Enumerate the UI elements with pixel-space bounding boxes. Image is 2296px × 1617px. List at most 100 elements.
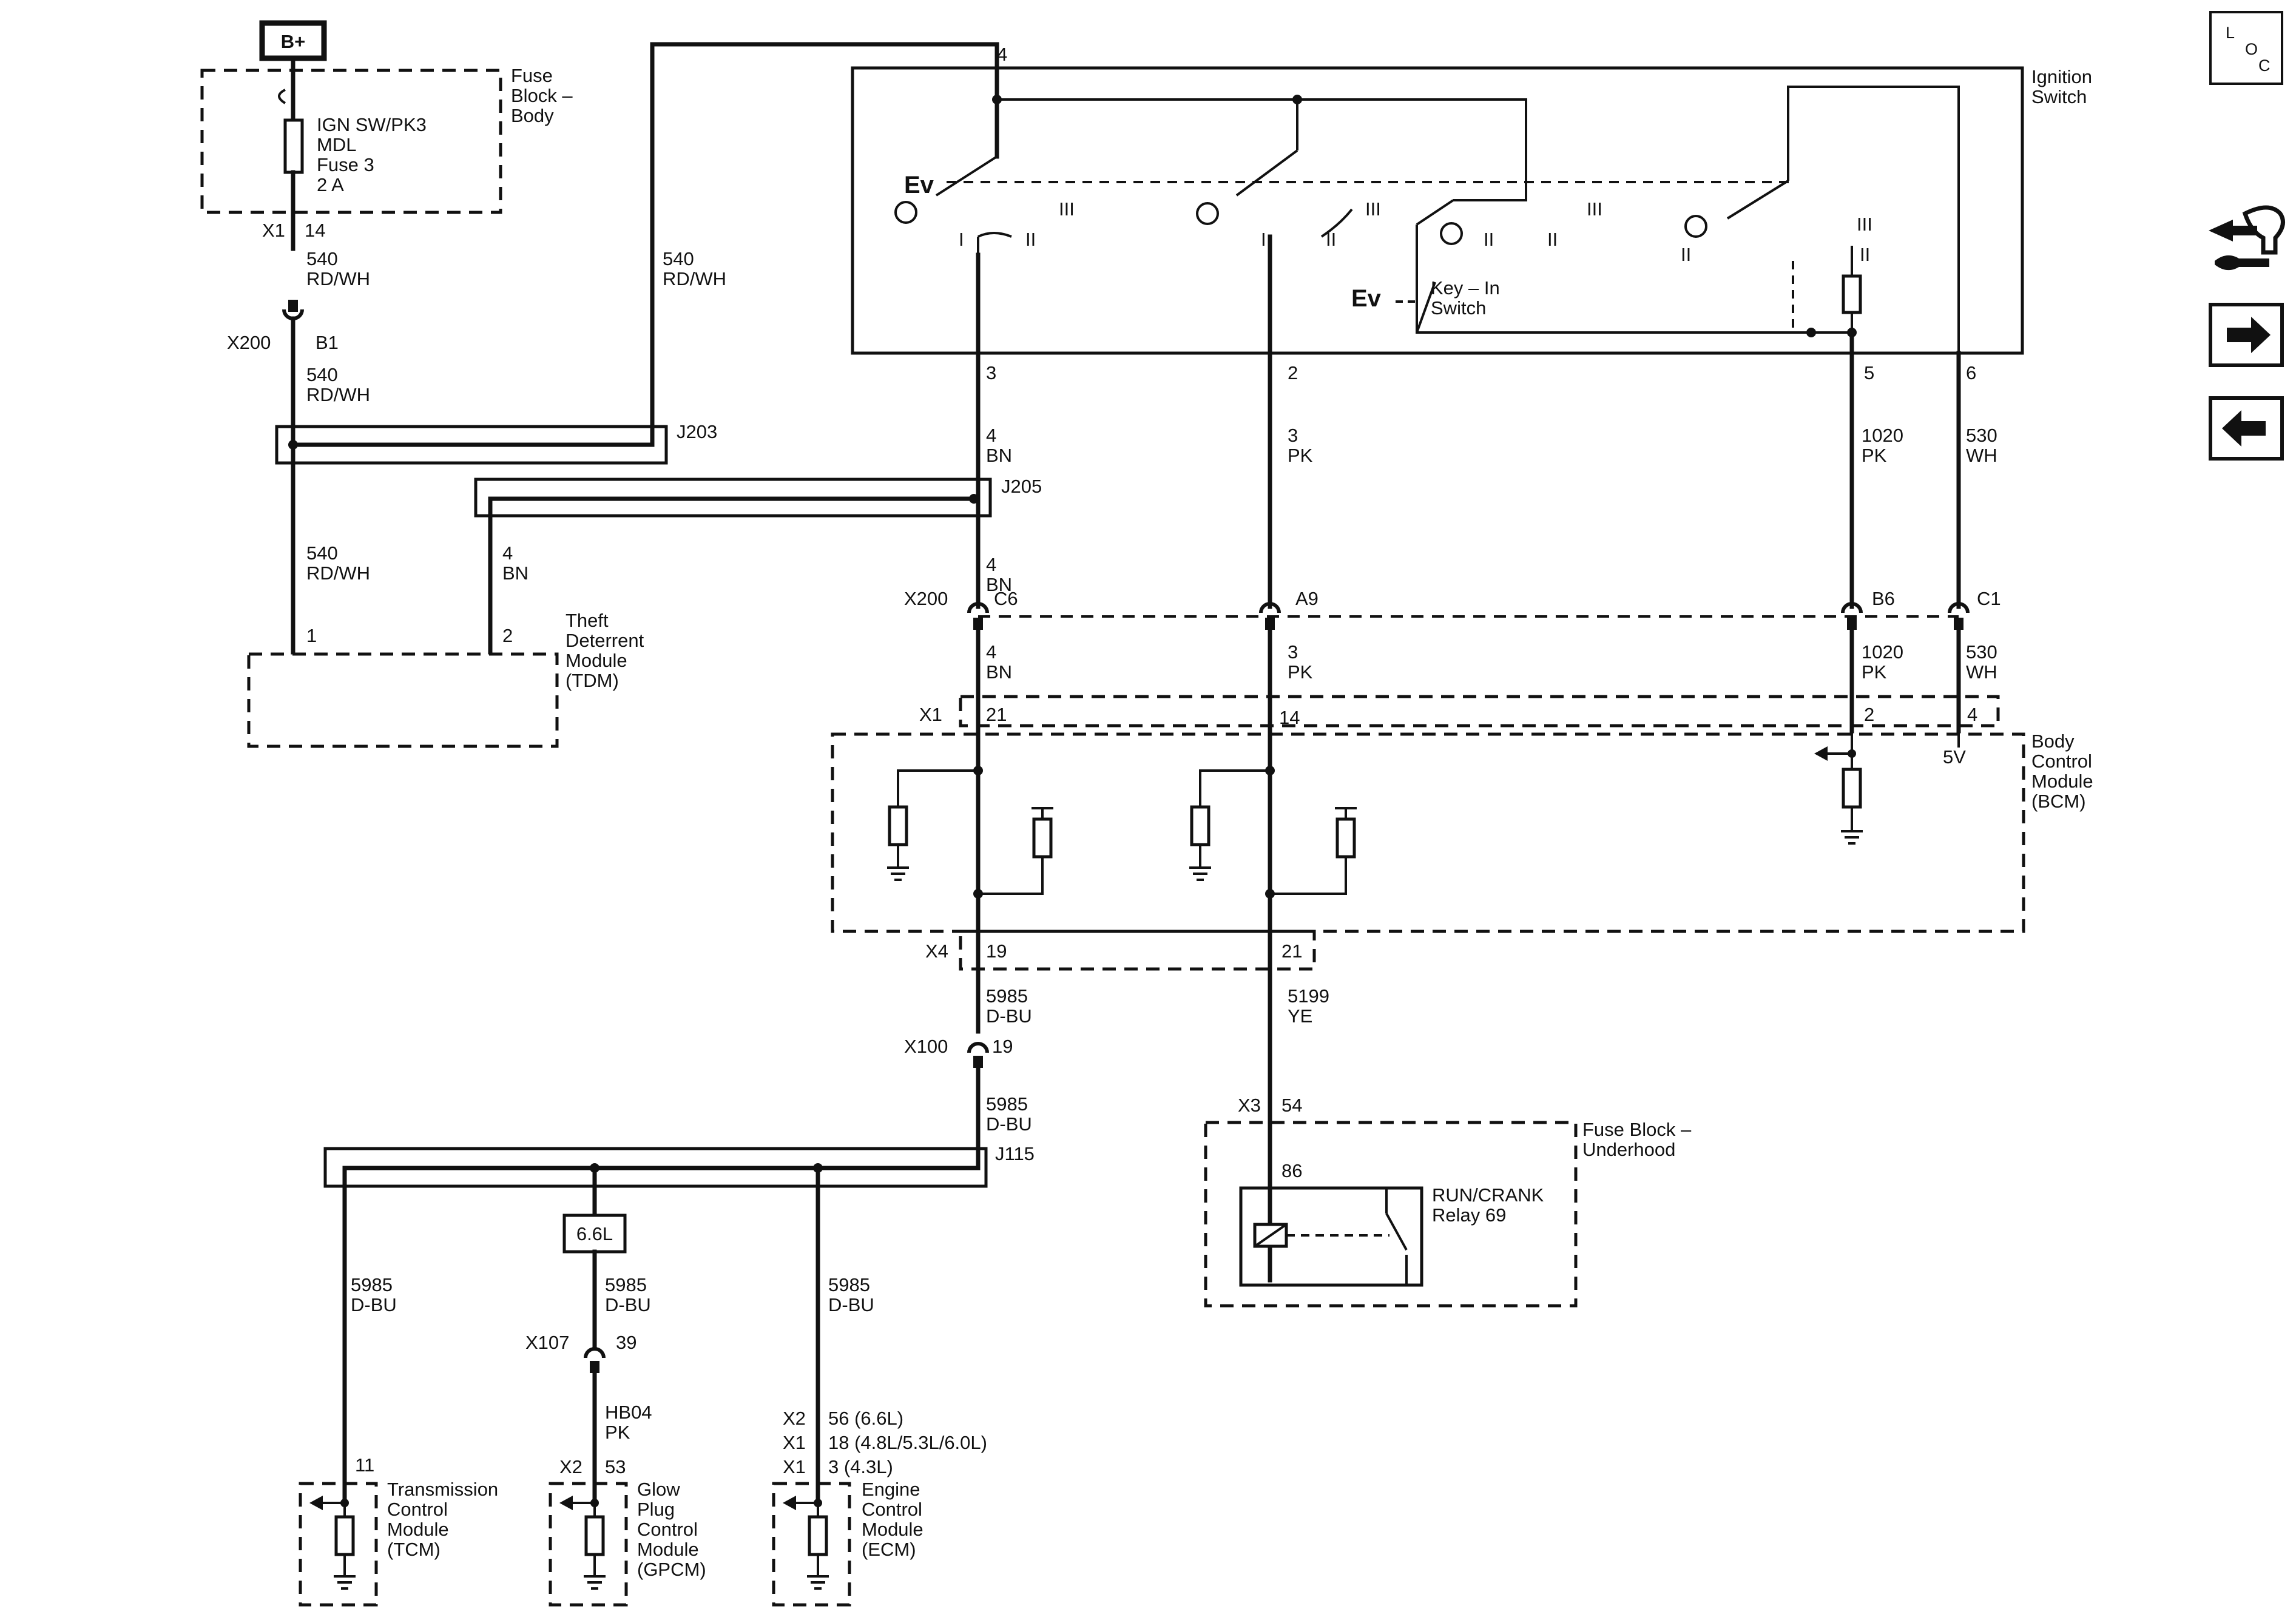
svg-text:56 (6.6L): 56 (6.6L) xyxy=(828,1408,903,1429)
ignition-switch: Ignition Switch 4 Ev III I II III I II I… xyxy=(851,44,2092,383)
svg-text:RD/WH: RD/WH xyxy=(663,268,726,289)
svg-text:X100: X100 xyxy=(904,1036,948,1057)
svg-text:B+: B+ xyxy=(281,31,306,52)
svg-text:Module: Module xyxy=(2031,771,2093,792)
svg-text:2: 2 xyxy=(502,625,513,646)
splice-j203: J203 xyxy=(275,421,717,465)
svg-text:5985: 5985 xyxy=(828,1274,870,1295)
svg-text:X3: X3 xyxy=(1238,1095,1261,1116)
svg-text:Deterrent: Deterrent xyxy=(566,630,644,651)
svg-text:PK: PK xyxy=(1862,445,1887,466)
svg-text:RUN/CRANK: RUN/CRANK xyxy=(1432,1184,1544,1206)
svg-text:IGN SW/PK3: IGN SW/PK3 xyxy=(317,114,427,135)
svg-text:19: 19 xyxy=(986,940,1007,962)
svg-text:A9: A9 xyxy=(1295,588,1319,609)
svg-text:X200: X200 xyxy=(904,588,948,609)
svg-text:X200: X200 xyxy=(227,332,271,353)
svg-text:Control: Control xyxy=(387,1499,448,1520)
svg-text:(GPCM): (GPCM) xyxy=(637,1559,706,1580)
svg-text:X1: X1 xyxy=(262,220,285,241)
svg-text:Underhood: Underhood xyxy=(1582,1139,1675,1160)
connector-x200-b1: X200 B1 xyxy=(227,300,339,353)
svg-text:Relay 69: Relay 69 xyxy=(1432,1204,1506,1226)
svg-text:J203: J203 xyxy=(677,421,717,442)
svg-text:Block –: Block – xyxy=(511,85,573,106)
arrow-right-icon[interactable] xyxy=(2209,303,2284,367)
arrow-left-icon[interactable] xyxy=(2209,396,2284,461)
fuse-block-underhood: Fuse Block – Underhood 86 RUN/CRANK Rela… xyxy=(1204,1119,1692,1308)
svg-text:540: 540 xyxy=(306,364,338,385)
svg-text:540: 540 xyxy=(306,248,338,269)
svg-text:B6: B6 xyxy=(1872,588,1895,609)
svg-text:HB04: HB04 xyxy=(605,1402,652,1423)
svg-text:C1: C1 xyxy=(1977,588,2001,609)
svg-text:Engine: Engine xyxy=(862,1479,920,1500)
svg-text:X107: X107 xyxy=(525,1332,569,1353)
svg-text:18 (4.8L/5.3L/6.0L): 18 (4.8L/5.3L/6.0L) xyxy=(828,1432,987,1453)
svg-text:RD/WH: RD/WH xyxy=(306,562,370,584)
svg-text:RD/WH: RD/WH xyxy=(306,268,370,289)
svg-text:2 A: 2 A xyxy=(317,174,344,195)
svg-text:Transmission: Transmission xyxy=(387,1479,498,1500)
svg-text:D-BU: D-BU xyxy=(828,1294,874,1315)
connector-x100: X100 19 xyxy=(904,1036,1013,1068)
engine-control-module: X2 56 (6.6L) X1 18 (4.8L/5.3L/6.0L) X1 3… xyxy=(772,1408,987,1607)
svg-text:6.6L: 6.6L xyxy=(576,1223,613,1244)
svg-text:C6: C6 xyxy=(994,588,1018,609)
svg-text:Fuse: Fuse xyxy=(511,65,553,86)
svg-text:D-BU: D-BU xyxy=(351,1294,397,1315)
option-6-6l: 6.6L xyxy=(562,1214,627,1254)
svg-text:J205: J205 xyxy=(1001,476,1042,497)
svg-text:Module: Module xyxy=(637,1539,699,1560)
svg-text:Body: Body xyxy=(511,105,554,126)
svg-text:4: 4 xyxy=(986,554,996,575)
svg-text:4: 4 xyxy=(1967,704,1977,725)
svg-text:1020: 1020 xyxy=(1862,641,1903,663)
svg-text:1020: 1020 xyxy=(1862,425,1903,446)
svg-text:21: 21 xyxy=(986,704,1007,725)
svg-text:II: II xyxy=(1326,229,1336,250)
svg-text:II: II xyxy=(1860,244,1870,265)
svg-text:II: II xyxy=(1025,229,1036,250)
svg-text:I: I xyxy=(959,229,964,250)
wrench-arrows-icon[interactable] xyxy=(2209,205,2285,271)
svg-text:21: 21 xyxy=(1281,940,1302,962)
svg-text:PK: PK xyxy=(1862,661,1887,683)
svg-text:540: 540 xyxy=(306,542,338,564)
resistor-icon xyxy=(1842,274,1862,314)
loc-icon[interactable]: L O C xyxy=(2209,11,2283,85)
svg-text:X1: X1 xyxy=(783,1432,806,1453)
svg-text:5V: 5V xyxy=(1943,746,1966,768)
svg-text:X4: X4 xyxy=(925,940,948,962)
svg-text:X1: X1 xyxy=(783,1456,806,1477)
svg-text:39: 39 xyxy=(616,1332,636,1353)
svg-text:3: 3 xyxy=(1288,641,1298,663)
splice-j205: J205 xyxy=(474,476,1042,518)
svg-text:III: III xyxy=(1587,198,1602,220)
svg-text:19: 19 xyxy=(992,1036,1013,1057)
relay-icon xyxy=(1239,1186,1423,1287)
svg-text:PK: PK xyxy=(1288,445,1313,466)
svg-text:X2: X2 xyxy=(783,1408,806,1429)
svg-text:WH: WH xyxy=(1966,661,1997,683)
svg-text:(TDM): (TDM) xyxy=(566,670,619,691)
svg-text:86: 86 xyxy=(1281,1160,1302,1181)
splice-j115: J115 xyxy=(323,1143,1035,1507)
svg-text:4: 4 xyxy=(986,641,996,663)
svg-text:4: 4 xyxy=(502,542,513,564)
glow-plug-control-module: X2 53 Glow Plug Control Module (GPCM) xyxy=(549,1456,706,1607)
connector-x200: X200 C6 A9 B6 C1 xyxy=(904,588,2001,630)
svg-text:5: 5 xyxy=(1864,362,1874,383)
svg-text:BN: BN xyxy=(986,445,1012,466)
svg-text:1: 1 xyxy=(306,625,317,646)
svg-text:530: 530 xyxy=(1966,641,1997,663)
svg-text:Ev: Ev xyxy=(1351,285,1382,312)
svg-text:III: III xyxy=(1365,198,1381,220)
svg-text:WH: WH xyxy=(1966,445,1997,466)
svg-text:Key – In: Key – In xyxy=(1431,277,1500,299)
transmission-control-module: 11 Transmission Control Module (TCM) xyxy=(299,1454,498,1607)
svg-text:C: C xyxy=(2258,56,2271,75)
svg-text:2: 2 xyxy=(1288,362,1298,383)
svg-text:YE: YE xyxy=(1288,1005,1312,1027)
